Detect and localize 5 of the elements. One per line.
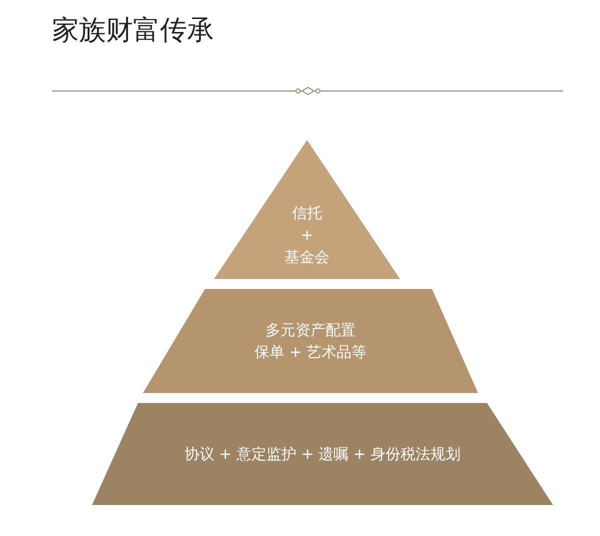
tier-label: 信托 + 基金会 bbox=[284, 202, 330, 268]
tier-label: 协议 + 意定监护 + 遗嘱 + 身份税法规划 bbox=[184, 444, 461, 465]
title: 家族财富传承 bbox=[52, 14, 214, 48]
tier-label: 多元资产配置 bbox=[266, 320, 356, 341]
tier-label: 保单 + 艺术品等 bbox=[254, 342, 367, 363]
